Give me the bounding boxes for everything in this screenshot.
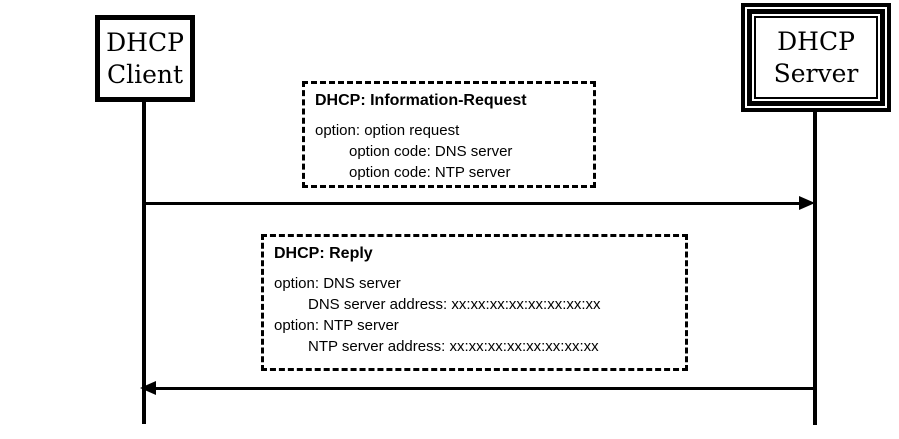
server-label-line-1: DHCP	[777, 26, 855, 56]
request-option-code-dns-line: option code: DNS server	[349, 143, 513, 160]
client-label-line-1: DHCP	[106, 27, 184, 57]
dhcp-client-label: DHCP Client	[106, 27, 184, 91]
request-message-box: DHCP: Information-Request option: option…	[302, 81, 596, 188]
reply-ntp-address-line: NTP server address: xx:xx:xx:xx:xx:xx:xx…	[308, 338, 599, 355]
request-title: DHCP: Information-Request	[315, 92, 527, 109]
request-arrow-line	[143, 202, 801, 205]
reply-title: DHCP: Reply	[274, 245, 373, 262]
server-lifeline	[813, 111, 817, 425]
request-option-line: option: option request	[315, 122, 460, 139]
dhcp-server-node-inner-frame: DHCP Server	[754, 16, 878, 99]
dhcp-server-node-middle-frame: DHCP Server	[747, 9, 885, 106]
arrowhead-right-icon	[799, 196, 815, 210]
server-label-line-2: Server	[773, 58, 859, 88]
arrowhead-left-icon	[140, 381, 156, 395]
dhcp-client-node: DHCP Client	[95, 15, 195, 102]
dhcp-server-node: DHCP Server	[741, 3, 891, 112]
reply-message-box: DHCP: Reply option: DNS server DNS serve…	[261, 234, 688, 371]
reply-option-ntp-line: option: NTP server	[274, 317, 399, 334]
reply-arrow-line	[156, 387, 815, 390]
reply-dns-address-line: DNS server address: xx:xx:xx:xx:xx:xx:xx…	[308, 296, 601, 313]
dhcp-server-label: DHCP Server	[774, 26, 859, 90]
reply-option-dns-line: option: DNS server	[274, 275, 401, 292]
request-option-code-ntp-line: option code: NTP server	[349, 164, 511, 181]
client-label-line-2: Client	[106, 59, 184, 89]
client-lifeline	[142, 101, 146, 424]
